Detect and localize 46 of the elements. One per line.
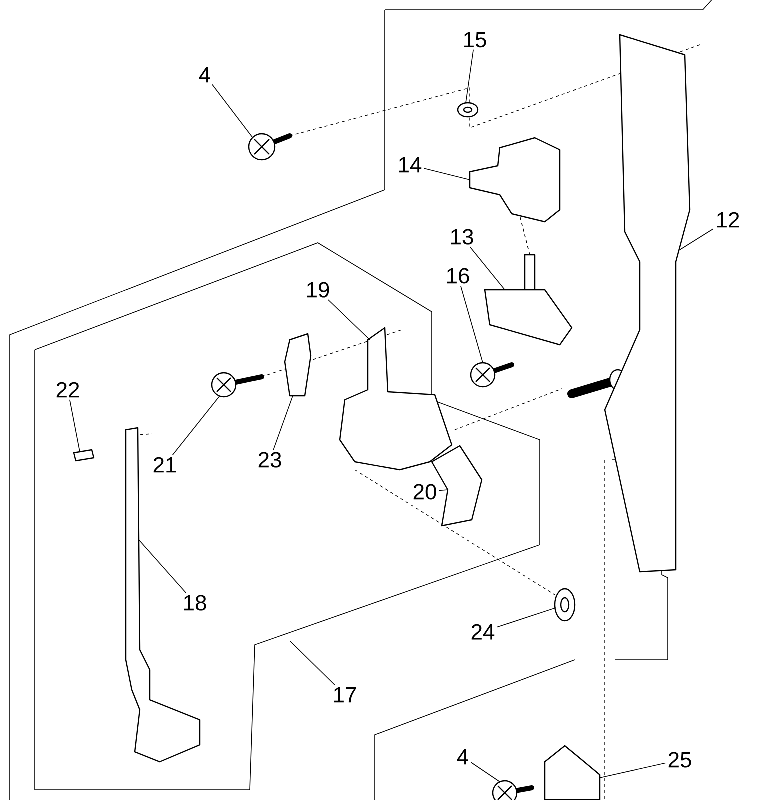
bracket-drawing: [339, 327, 453, 471]
leader-line: [470, 762, 500, 782]
callout-number: 22: [56, 382, 80, 398]
callout-number: 4: [457, 749, 468, 765]
screw-drawing: [211, 372, 264, 398]
leader-line: [466, 49, 474, 104]
leader-line: [520, 216, 530, 256]
leader-line: [328, 300, 370, 340]
callout-number: 12: [717, 212, 740, 228]
leader-line: [460, 286, 484, 364]
callout-number: 13: [451, 229, 474, 245]
callout-number: 23: [258, 452, 282, 468]
leader-line: [424, 168, 470, 180]
pin-bracket-drawing: [484, 254, 573, 346]
leader-line: [497, 608, 556, 628]
leader-line: [600, 762, 666, 778]
bracket-drawing: [544, 745, 601, 800]
screw-drawing: [248, 133, 292, 161]
callout-number: 20: [414, 484, 436, 500]
leader-line: [70, 399, 80, 452]
callout-number: 18: [184, 595, 206, 611]
callout-number: 16: [447, 268, 470, 284]
leader-line: [290, 640, 336, 686]
callout-number: 24: [472, 624, 495, 640]
pin-drawing: [73, 449, 95, 462]
leader-line: [138, 540, 187, 594]
leader-line: [212, 84, 254, 138]
leader-line: [680, 228, 714, 250]
callout-number: 15: [464, 32, 486, 48]
bracket-drawing: [469, 137, 561, 223]
callout-number: 17: [334, 687, 356, 703]
screw-drawing: [470, 362, 514, 388]
callout-number: 25: [668, 752, 692, 768]
screw-drawing: [492, 780, 534, 800]
callout-number: 19: [307, 282, 330, 298]
leader-line: [172, 396, 220, 456]
callout-number: 14: [399, 157, 422, 173]
callout-number: 21: [154, 457, 176, 473]
leader-line: [470, 246, 506, 290]
ring-drawing: [554, 588, 576, 622]
callout-number: 4: [199, 67, 210, 83]
leader-line: [273, 396, 294, 450]
plate-drawing: [604, 34, 691, 573]
ring-drawing: [457, 102, 479, 118]
plate-drawing: [284, 333, 312, 397]
leader-line: [439, 490, 448, 492]
